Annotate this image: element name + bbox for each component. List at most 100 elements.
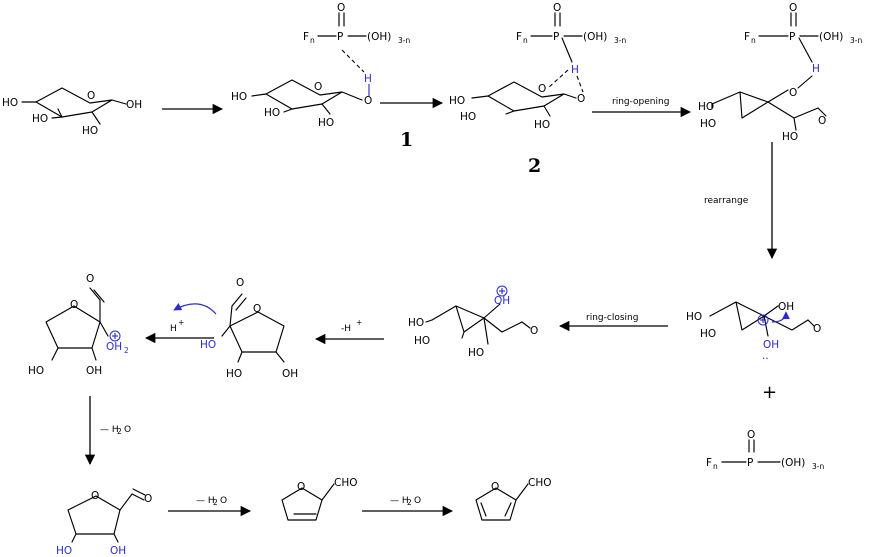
cation-charge-icon <box>757 314 769 326</box>
step-label-rearrange: rearrange <box>704 196 749 206</box>
ring-oxygen-label: O <box>538 83 546 95</box>
electron-arrow-icon <box>771 311 791 323</box>
hydroxyl-label: HO <box>226 368 242 380</box>
glucose-pyranose: HO HO HO OH O <box>2 87 142 137</box>
subscript-3-n: 3-n <box>614 36 626 45</box>
ring-oxygen-label: O <box>491 481 499 493</box>
ring-oxygen-label: O <box>314 81 322 93</box>
subscript-n: n <box>523 36 528 45</box>
hydroxyl-label: HO <box>56 545 72 557</box>
aldehyde-oxygen-label: O <box>813 323 821 335</box>
step-label-dehydration: — H <box>390 496 409 506</box>
aldehyde-label: CHO <box>528 477 552 489</box>
protonated-furanose: O O OH 2 HO OH <box>28 273 129 377</box>
compound-number: 2 <box>528 155 541 177</box>
hydroxyl-label: HO <box>700 118 716 130</box>
charge-superscript: + <box>178 318 184 327</box>
subscript-2: 2 <box>117 427 122 436</box>
hydroxyl-label: HO <box>700 328 716 340</box>
subscript-2: 2 <box>124 346 129 355</box>
hydroxyl-label: HO <box>414 335 430 347</box>
phosphorus-label: P <box>337 31 343 43</box>
hydroxyl-label: OH <box>778 301 794 313</box>
step-label-dehydration-tail: O <box>124 425 131 435</box>
hydroxyl-label: HO <box>468 347 484 359</box>
fluorine-label: F <box>516 31 522 43</box>
aldehyde-oxygen-label: O <box>530 325 538 337</box>
phosphorus-label: P <box>789 31 795 43</box>
step-label-dehydration-tail: O <box>414 496 421 506</box>
subscript-2: 2 <box>407 498 412 507</box>
hydroxyl-label: HO <box>460 111 476 123</box>
hydroxyl-label: HO <box>686 311 702 323</box>
hydroxyl-label: HO <box>200 339 216 351</box>
hydroxyl-label: HO <box>82 125 98 137</box>
hydroxyl-label: OH <box>110 545 126 557</box>
phosphoryl-oxygen-label: O <box>789 2 797 14</box>
step-label-protonation: H <box>170 324 177 334</box>
oxonium-label: OH <box>106 341 122 353</box>
ring-oxygen-label: O <box>91 490 99 502</box>
phosphorus-catalyst: F n P (OH) 3-n O <box>706 429 824 471</box>
dihydrofuran-carbaldehyde: O CHO <box>281 477 358 521</box>
hydroxyl-label: HO <box>231 91 247 103</box>
ring-oxygen-label: O <box>70 299 78 311</box>
cation-charge-icon <box>109 330 121 342</box>
open-chain-intermediate: HO HO HO O O H F n P (OH) 3-n O <box>698 2 862 143</box>
hydroxyl-group-label: (OH) <box>583 31 607 43</box>
subscript-3-n: 3-n <box>398 36 410 45</box>
dehydrated-furanose: O O HO OH <box>56 488 152 557</box>
hydroxyl-label: HO <box>698 101 714 113</box>
hydroxyl-group-label: (OH) <box>367 31 391 43</box>
step-label-dehydration: — H <box>196 496 215 506</box>
phosphoryl-oxygen-label: O <box>553 2 561 14</box>
hydroxyl-label: HO <box>2 97 18 109</box>
charge-superscript: + <box>356 318 362 327</box>
hydroxyl-label: HO <box>264 107 280 119</box>
step-label-ring-closing: ring-closing <box>586 313 638 323</box>
aldehyde-label: CHO <box>334 477 358 489</box>
step-label-deprotonation: -H <box>341 324 351 334</box>
plus-sign: + <box>762 382 777 403</box>
step-label-ring-opening: ring-opening <box>612 97 669 107</box>
intermediate-1: HO HO HO O O H F n P (OH) 3-n O <box>231 2 410 129</box>
anomeric-oxygen-label: O <box>364 95 372 107</box>
hydroxyl-label: HO <box>449 95 465 107</box>
hydrogen-label: H <box>812 63 820 75</box>
phosphoryl-oxygen-label: O <box>337 2 345 14</box>
compound-number: 1 <box>400 129 413 151</box>
hydroxyl-label: OH <box>282 368 298 380</box>
phosphoryl-oxygen-label: O <box>747 429 755 441</box>
ring-oxygen-label: O <box>87 90 95 102</box>
hydroxyl-label: HO <box>408 317 424 329</box>
hydroxyl-label: HO <box>318 117 334 129</box>
hydrogen-label: H <box>571 64 579 76</box>
fluorine-label: F <box>706 457 712 469</box>
phosphorus-label: P <box>747 457 753 469</box>
hydroxyl-label: HO <box>782 131 798 143</box>
subscript-3-n: 3-n <box>812 462 824 471</box>
oxygen-label: O <box>789 87 797 99</box>
hydroxyl-label: OH <box>763 339 779 351</box>
proton-transfer-arrow-icon <box>173 303 217 315</box>
intermediate-2: HO HO HO O O H F n P (OH) 3-n O <box>449 2 626 131</box>
hydroxyl-group-label: (OH) <box>781 457 805 469</box>
ring-oxygen-label: O <box>253 303 261 315</box>
fluorine-label: F <box>744 31 750 43</box>
step-label-dehydration: — H <box>100 425 119 435</box>
hydroxyl-group-label: (OH) <box>819 31 843 43</box>
hydrogen-label: H <box>364 73 372 85</box>
hydroxyl-label: OH <box>86 365 102 377</box>
lone-pair-dots: ·· <box>762 353 769 365</box>
hydroxyl-label: HO <box>534 119 550 131</box>
hydroxyl-label: OH <box>494 295 510 307</box>
subscript-3-n: 3-n <box>850 36 862 45</box>
hydroxyl-label: HO <box>28 365 44 377</box>
aldehyde-oxygen-label: O <box>86 273 94 285</box>
hydroxyl-label: OH <box>126 99 142 111</box>
subscript-2: 2 <box>213 498 218 507</box>
hydroxyl-label: HO <box>32 113 48 125</box>
phosphorus-label: P <box>553 31 559 43</box>
cyclic-oxocarbenium-intermediate: HO HO OH OH ·· O <box>686 301 821 365</box>
